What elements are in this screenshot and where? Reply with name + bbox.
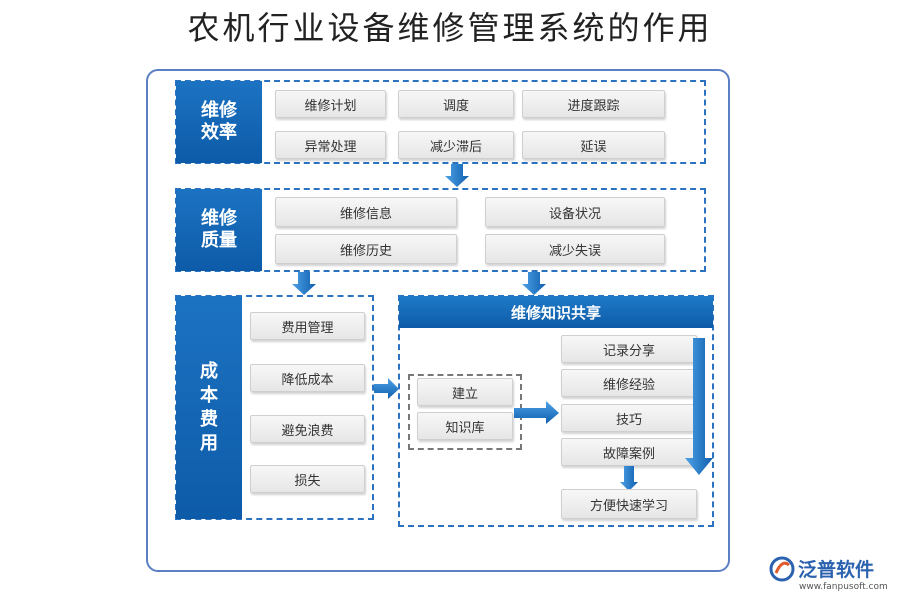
knowledge-header: 维修知识共享 [399,296,713,328]
logo-name: 泛普软件 [798,559,875,581]
efficiency-item: 维修计划 [275,90,386,118]
page-title: 农机行业设备维修管理系统的作用 [187,9,713,47]
cost-item: 避免浪费 [250,415,365,443]
knowledge-bottom-item: 方便快速学习 [561,489,697,519]
arrow-down-icon [685,338,713,475]
knowledge-left-item: 知识库 [417,412,513,440]
knowledge-right-item: 维修经验 [561,369,697,397]
knowledge-right-item: 记录分享 [561,335,697,363]
arrow-right-icon [374,378,399,399]
knowledge-right-item: 技巧 [561,404,697,432]
efficiency-item: 延误 [522,131,665,159]
quality-item: 减少失误 [485,234,665,264]
arrow-down-icon [292,272,316,295]
efficiency-item: 调度 [398,90,514,118]
knowledge-left-item: 建立 [417,378,513,406]
arrow-down-icon [522,272,546,295]
quality-item: 维修信息 [275,197,457,227]
arrow-right-icon [514,401,559,424]
cost-label: 成本费用 [176,296,242,519]
efficiency-label: 维修效率 [176,81,262,163]
cost-item: 降低成本 [250,364,365,392]
arrow-down-icon [620,466,638,491]
quality-label: 维修质量 [176,189,262,271]
arrow-down-icon [445,164,469,187]
cost-item: 费用管理 [250,312,365,340]
logo-url: www.fanpusoft.com [799,582,888,592]
cost-item: 损失 [250,465,365,493]
efficiency-item: 进度跟踪 [522,90,665,118]
quality-item: 设备状况 [485,197,665,227]
company-logo: 泛普软件 www.fanpusoft.com [768,553,896,597]
efficiency-item: 异常处理 [275,131,386,159]
logo-icon [769,556,795,582]
quality-item: 维修历史 [275,234,457,264]
efficiency-item: 减少滞后 [398,131,514,159]
knowledge-right-item: 故障案例 [561,438,697,466]
